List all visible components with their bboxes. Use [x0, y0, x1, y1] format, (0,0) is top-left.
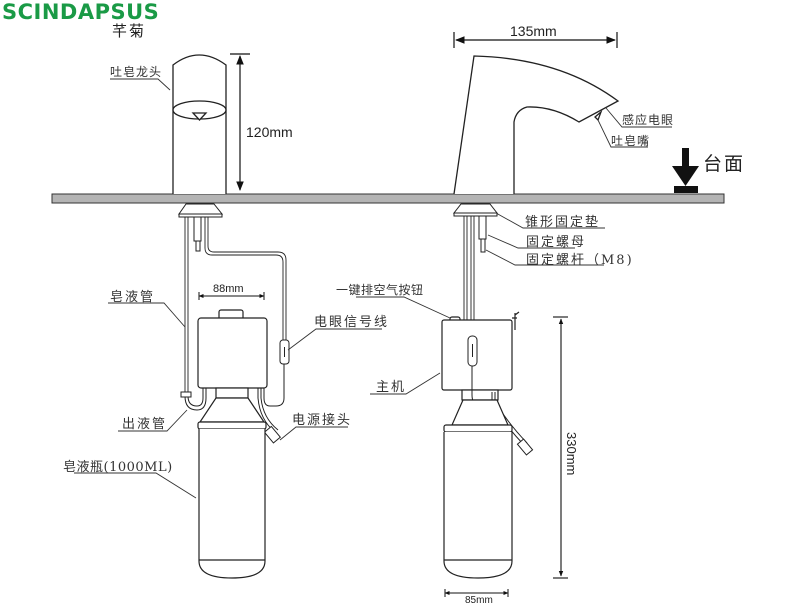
label-sensor-signal-wire: 电眼信号线 — [314, 315, 390, 330]
label-soap-faucet: 吐皂龙头 — [110, 65, 163, 79]
leader-soap-tube — [108, 302, 186, 328]
leader-outlet-tube — [118, 409, 188, 432]
label-main-unit: 主机 — [376, 380, 407, 395]
left-soap-tube — [184, 217, 287, 396]
leader-air-purge-button — [356, 296, 451, 319]
leader-cone-washer — [495, 212, 605, 229]
leader-sensor-eye — [605, 107, 672, 128]
label-outlet-tube: 出液管 — [122, 417, 168, 432]
label-fixing-nut: 固定螺母 — [526, 235, 587, 250]
right-sensor-faucet — [453, 55, 620, 195]
dim-88mm — [198, 292, 265, 300]
counter-top — [51, 193, 725, 204]
dim-330mm-label: 330mm — [564, 432, 579, 476]
label-power-connector: 电源接头 — [292, 413, 353, 428]
dim-120mm — [230, 53, 250, 191]
brand-name-cn: 芊菊 — [112, 22, 147, 40]
leader-sensor-signal-wire — [287, 328, 382, 351]
counter-label: 台面 — [703, 153, 746, 175]
right-cone-washer — [452, 203, 499, 253]
left-main-unit — [197, 309, 268, 399]
dim-88mm-label: 88mm — [213, 283, 244, 295]
leader-fixing-rod — [485, 249, 604, 266]
leader-main-unit — [370, 372, 441, 395]
dim-135mm-label: 135mm — [510, 23, 557, 39]
brand-logo: SCINDAPSUS — [2, 0, 160, 24]
label-air-purge-button: 一键排空气按钮 — [336, 283, 424, 297]
right-main-unit — [441, 311, 520, 401]
left-soap-bottle — [197, 397, 267, 579]
leader-soap-faucet — [110, 78, 171, 91]
dim-85mm-label: 85mm — [465, 595, 493, 606]
right-soap-tube — [463, 216, 475, 322]
dim-330mm — [553, 316, 568, 579]
right-soap-bottle — [443, 399, 513, 579]
label-sensor-eye: 感应电眼 — [622, 113, 675, 127]
left-outlet-tube — [180, 388, 207, 411]
leader-soap-bottle — [74, 472, 197, 499]
dim-120mm-label: 120mm — [246, 124, 293, 140]
dim-85mm — [444, 589, 509, 597]
leader-soap-nozzle — [597, 119, 648, 148]
label-soap-nozzle: 吐皂嘴 — [611, 134, 651, 148]
label-soap-bottle: 皂液瓶(1000ML) — [63, 460, 173, 475]
left-cone-washer — [178, 203, 224, 252]
left-power-cable — [257, 388, 282, 444]
label-fixing-rod: 固定螺杆（M8) — [526, 253, 634, 268]
leader-power-connector — [279, 426, 348, 441]
left-signal-connector — [263, 339, 290, 407]
dim-135mm — [453, 32, 618, 48]
leader-fixing-nut — [487, 234, 575, 249]
label-cone-washer: 锥形固定垫 — [525, 215, 601, 230]
counter-down-arrow-icon — [672, 148, 699, 193]
label-soap-tube: 皂液管 — [110, 290, 156, 305]
left-soap-faucet — [172, 54, 227, 194]
